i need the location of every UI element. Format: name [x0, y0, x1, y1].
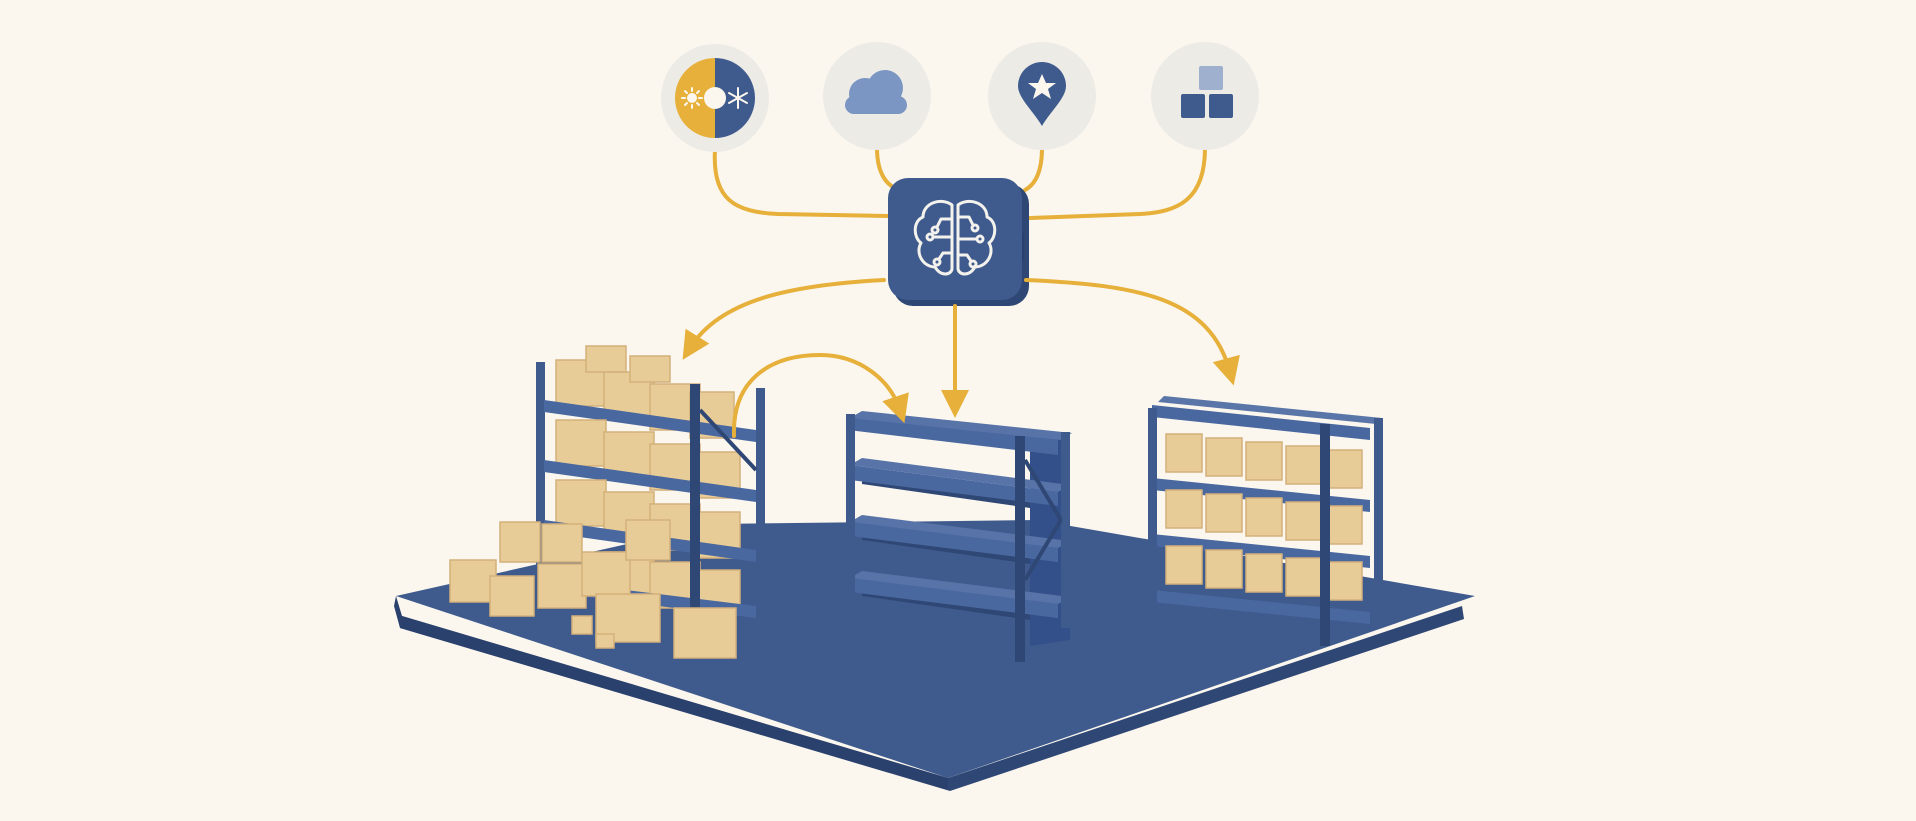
box-row: [1165, 489, 1363, 545]
weather-cloud-icon: [845, 70, 907, 114]
shelf-balanced: [1148, 396, 1383, 646]
inventory-blocks-icon: [1181, 66, 1233, 118]
shelf-overstocked: [536, 345, 765, 620]
box-row: [1165, 433, 1363, 489]
arrow-hub-to-overstock: [682, 278, 886, 360]
redistribution-arrows: [682, 278, 1240, 438]
ai-hub: [888, 178, 1029, 306]
overflow-boxes: [449, 519, 737, 659]
season-icon: [675, 58, 755, 138]
arrow-hub-to-balanced: [1024, 278, 1240, 386]
box-row: [1165, 545, 1363, 601]
signal-weather: [823, 42, 931, 150]
connector-location: [1023, 146, 1044, 192]
shelf-empty: [846, 411, 1072, 662]
connector-season: [712, 148, 890, 218]
location-star-icon: [1018, 62, 1066, 126]
signal-season: [661, 44, 769, 152]
arrow-overstock-to-empty: [731, 352, 909, 438]
connector-inventory: [1028, 146, 1207, 220]
signal-inventory: [1151, 42, 1259, 150]
signal-location: [988, 42, 1096, 150]
ai-brain-icon: [913, 200, 997, 276]
